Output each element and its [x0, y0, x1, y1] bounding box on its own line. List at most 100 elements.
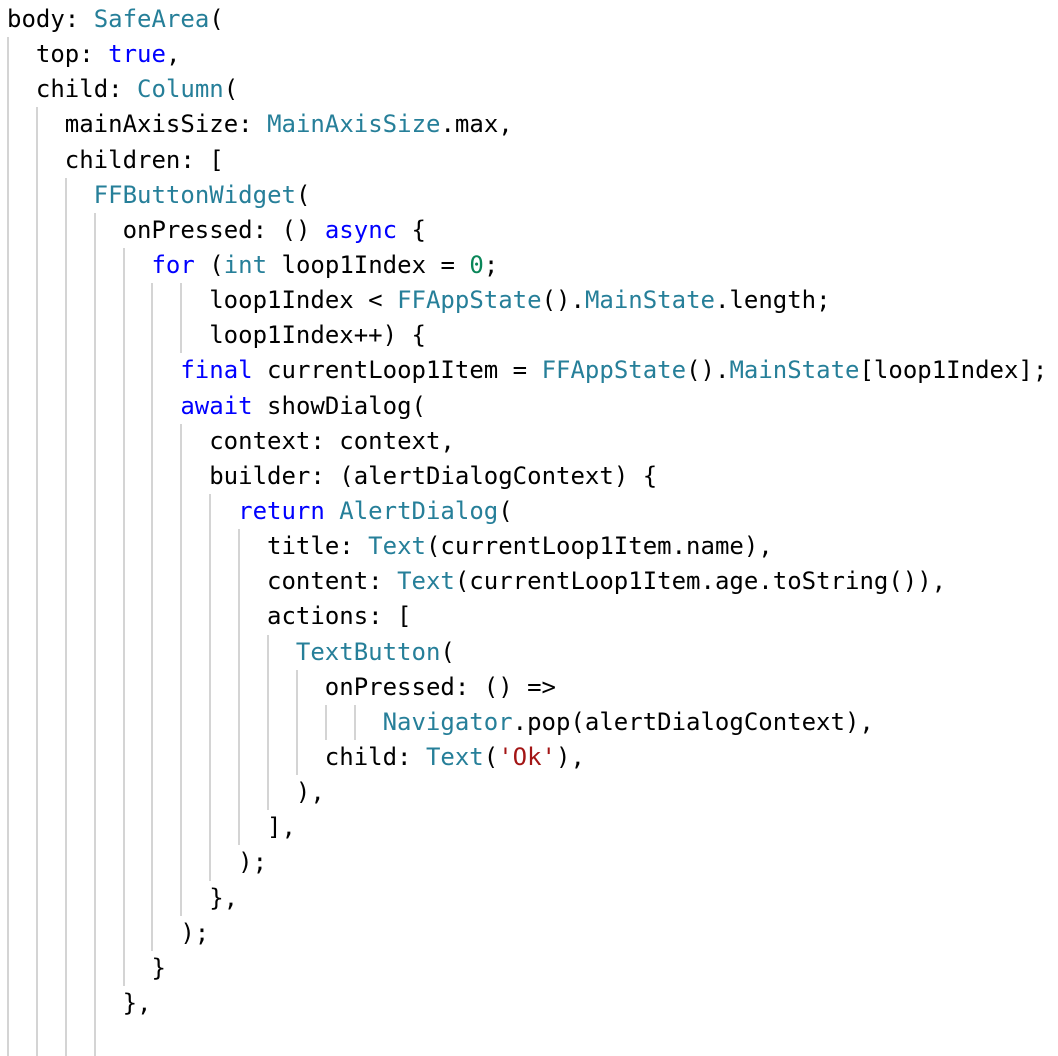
- indent-guide: [7, 283, 36, 319]
- code-token: );: [238, 848, 268, 877]
- code-token: (currentLoop1Item.age.toString()),: [454, 567, 947, 596]
- indent-guide: [122, 669, 152, 705]
- indent-guide: [238, 810, 267, 846]
- code-token-type: int: [223, 250, 268, 279]
- indent-guide: [7, 810, 36, 846]
- indent-guide: [35, 599, 65, 635]
- indent-guide: [64, 739, 94, 776]
- code-text: content: Text(currentLoop1Item.age.toStr…: [267, 564, 946, 599]
- code-token-kw: final: [180, 356, 253, 385]
- indent-guide: [238, 634, 267, 670]
- indent-guide: [151, 775, 180, 811]
- code-line: },: [7, 985, 1058, 1022]
- code-line: content: Text(currentLoop1Item.age.toStr…: [7, 564, 1058, 600]
- indent-guide: [93, 739, 123, 776]
- indent-guide: [35, 283, 65, 319]
- code-text: children: [: [65, 143, 224, 178]
- indent-guide: [35, 107, 65, 143]
- indent-guide: [93, 353, 123, 389]
- code-line: await showDialog(: [7, 388, 1058, 424]
- indent-guide: [122, 599, 152, 635]
- indent-guide: [180, 634, 209, 670]
- code-text: );: [180, 916, 209, 951]
- indent-guide: [151, 318, 180, 354]
- code-token: builder: (alertDialogContext) {: [209, 461, 658, 490]
- indent-guide: [35, 985, 65, 1022]
- indent-guide: [7, 880, 36, 916]
- indent-guide: [7, 212, 36, 248]
- indent-guide: [209, 493, 238, 530]
- code-token: body:: [7, 5, 94, 33]
- indent-guide: [93, 634, 123, 670]
- indent-guide: [35, 1021, 65, 1056]
- indent-guide: [7, 985, 36, 1022]
- code-line: child: Text('Ok'),: [7, 739, 1058, 776]
- indent-guide: [35, 493, 65, 530]
- indent-guide: [93, 212, 123, 248]
- code-token: children: [: [64, 145, 224, 174]
- indent-guide: [180, 283, 209, 319]
- code-line: );: [7, 845, 1058, 881]
- indent-guide: [7, 845, 36, 881]
- indent-guide: [7, 177, 36, 213]
- indent-guide: [93, 599, 123, 635]
- indent-guide: [209, 775, 238, 811]
- code-line: loop1Index < FFAppState().MainState.leng…: [7, 283, 1058, 319]
- indent-guide: [7, 318, 36, 354]
- indent-guide: [122, 458, 152, 494]
- indent-guide: [295, 669, 325, 705]
- code-token: .pop(alertDialogContext),: [512, 707, 874, 736]
- indent-guide: [7, 529, 36, 565]
- indent-guide: [93, 915, 123, 951]
- indent-guide: [122, 247, 152, 284]
- indent-guide: [35, 177, 65, 213]
- indent-guide: [267, 775, 296, 811]
- indent-guide: [180, 423, 209, 459]
- indent-guide: [64, 704, 94, 740]
- code-token: (: [209, 5, 224, 33]
- indent-guide: [64, 388, 94, 424]
- indent-guide: [7, 669, 36, 705]
- indent-guide: [7, 493, 36, 530]
- code-token: (: [223, 75, 239, 104]
- indent-guide: [353, 704, 383, 740]
- indent-guide: [64, 212, 94, 248]
- code-token: (: [440, 637, 455, 666]
- indent-guide: [209, 564, 238, 600]
- indent-guide: [209, 810, 238, 846]
- code-token: },: [122, 988, 152, 1017]
- code-token: child:: [324, 742, 426, 771]
- code-token-type: SafeArea: [93, 5, 210, 33]
- indent-guide: [151, 810, 180, 846]
- code-line: onPressed: () =>: [7, 669, 1058, 705]
- code-token: loop1Index++) {: [209, 321, 426, 350]
- indent-guide: [180, 704, 209, 740]
- indent-guide: [35, 564, 65, 600]
- code-line: body: SafeArea(: [7, 2, 1058, 37]
- indent-guide: [64, 318, 94, 354]
- indent-guide: [151, 529, 180, 565]
- indent-guide: [35, 353, 65, 389]
- code-token: ().: [686, 356, 730, 385]
- code-token: ),: [556, 742, 585, 771]
- code-token: ;: [483, 250, 499, 279]
- code-line: mainAxisSize: MainAxisSize.max,: [7, 107, 1058, 143]
- indent-guide: [122, 318, 152, 354]
- code-text: child: Text('Ok'),: [325, 740, 585, 775]
- code-text: }: [151, 951, 165, 986]
- indent-guide: [35, 142, 65, 178]
- indent-guide: [180, 318, 209, 354]
- indent-guide: [238, 739, 267, 776]
- indent-guide: [64, 353, 94, 389]
- indent-guide: [180, 775, 209, 811]
- code-token-type: MainState: [584, 286, 715, 315]
- indent-guide: [93, 845, 123, 881]
- indent-guide: [151, 704, 180, 740]
- indent-guide: [93, 388, 123, 424]
- indent-guide: [93, 950, 123, 986]
- code-token-type: FFButtonWidget: [93, 180, 296, 209]
- indent-guide: [238, 775, 267, 811]
- indent-guide: [122, 423, 152, 459]
- indent-guide: [64, 423, 94, 459]
- indent-guide: [35, 388, 65, 424]
